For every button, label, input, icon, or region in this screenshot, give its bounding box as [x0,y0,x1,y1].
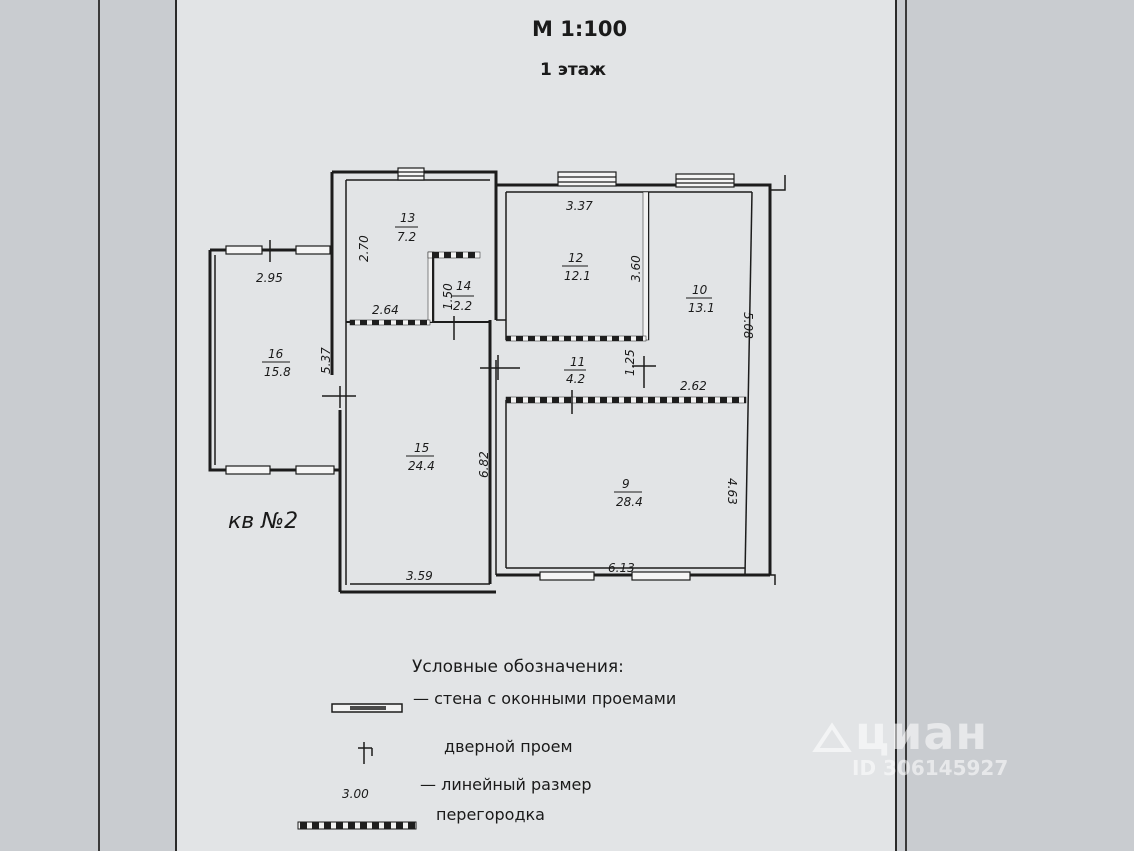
partitions [349,191,747,404]
dim-5-08: 5.08 [741,312,755,339]
dimension-labels: 3.37 2.70 2.95 1.50 3.60 5.08 2.64 5.37 … [256,199,755,583]
dim-3-37: 3.37 [566,199,593,213]
room-labels: 13 7.2 14 2.2 12 12.1 10 13.1 16 15.8 11… [262,211,715,509]
dim-5-37: 5.37 [319,347,333,374]
cian-logo-icon [812,722,852,752]
drawing-sheet [175,0,897,851]
legend-door-text: дверной проем [444,737,573,756]
dim-2-70: 2.70 [357,235,371,262]
windows [225,167,735,581]
dim-1-50: 1.50 [441,283,455,310]
room-13-area: 7.2 [397,230,416,244]
dim-1-25: 1.25 [623,349,637,376]
floor-label: 1 этаж [540,60,606,80]
watermark-id: ID 306145927 [852,756,1009,780]
partition-symbol [297,821,417,830]
room-11-number: 11 [570,355,585,369]
room-14-number: 14 [456,279,471,293]
room-15-area: 24.4 [408,459,435,473]
sheet-edge-right [905,0,907,851]
dim-2-62: 2.62 [680,379,707,393]
dim-3-59: 3.59 [406,569,433,583]
room-9-area: 28.4 [616,495,643,509]
dim-4-63: 4.63 [725,478,739,505]
legend-wall-window-text: — стена с оконными проемами [413,689,676,708]
dim-2-95: 2.95 [256,271,283,285]
sheet-edge-left [98,0,100,851]
wall-window-symbol [331,703,403,713]
room-14-area: 2.2 [453,299,472,313]
room-12-number: 12 [568,251,583,265]
room-12-area: 12.1 [564,269,591,283]
room-10-number: 10 [692,283,708,297]
watermark-brand: циан [855,706,989,760]
walls [208,170,786,594]
dim-3-60: 3.60 [629,255,643,282]
scale-label: М 1:100 [532,17,627,41]
legend-partition-text: перегородка [436,805,545,824]
legend-dimension-text: — линейный размер [420,775,592,794]
legend-title: Условные обозначения: [412,657,624,677]
door-marks [269,240,656,414]
legend: Условные обозначения: — стена с оконными… [297,657,676,830]
room-13-number: 13 [400,211,415,225]
dim-6-82: 6.82 [477,451,491,478]
room-16-number: 16 [268,347,284,361]
apartment-label: кв №2 [228,509,298,534]
room-16-area: 15.8 [264,365,291,379]
room-11-area: 4.2 [566,372,585,386]
room-10-area: 13.1 [688,301,715,315]
dimension-symbol: 3.00 [342,787,369,801]
room-9-number: 9 [622,477,630,491]
dim-6-13: 6.13 [608,561,635,575]
room-15-number: 15 [414,441,429,455]
door-symbol [358,742,373,764]
dim-2-64: 2.64 [372,303,399,317]
